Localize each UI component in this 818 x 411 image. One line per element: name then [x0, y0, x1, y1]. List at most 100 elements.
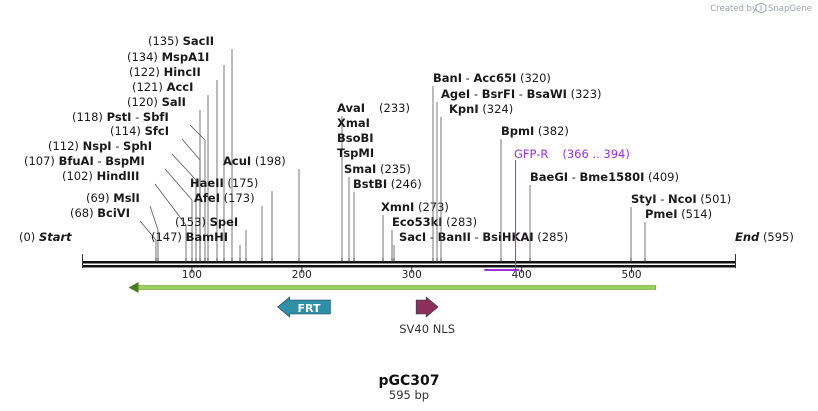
restriction-site[interactable]: PmeI (514) — [644, 207, 712, 262]
restriction-site[interactable]: SacI - BanII - BsiHKAI (285) — [393, 230, 568, 262]
site-position: (114) — [110, 124, 145, 138]
restriction-site[interactable]: BanI - Acc65I (320) — [432, 71, 551, 262]
site-label: BsoBI — [337, 131, 374, 145]
primer-gfp-r[interactable]: GFP-R(366 .. 394) — [484, 147, 630, 271]
restriction-site[interactable]: (147) BamHI — [151, 230, 241, 262]
axis-tick-label: 200 — [292, 269, 312, 281]
site-label: SmaI (235) — [344, 162, 411, 176]
restriction-site[interactable]: (134) MspA1I — [127, 50, 225, 262]
site-label: (69) MslI — [86, 191, 140, 205]
restriction-site[interactable]: AcuI (198) — [223, 154, 300, 262]
axis-tick: 300 — [402, 267, 422, 281]
site-label: PmeI (514) — [645, 207, 712, 221]
enzyme-name: AfeI — [194, 191, 220, 205]
enzyme-name: SfcI — [145, 124, 169, 138]
enzyme-name: SbfI — [143, 110, 169, 124]
site-position: (107) — [24, 154, 59, 168]
restriction-site[interactable]: (153) SpeI — [175, 215, 247, 262]
enzyme-name: BanII — [438, 230, 471, 244]
restriction-site[interactable]: AfeI (173) — [194, 191, 263, 262]
site-leader-line — [149, 205, 159, 260]
restriction-site[interactable]: (112) NspI - SphI — [48, 139, 197, 262]
orf-arrow[interactable] — [128, 282, 657, 293]
site-leader-line — [171, 153, 197, 260]
plasmid-length: 595 bp — [389, 388, 429, 402]
start-label: (0) Start — [19, 230, 72, 244]
restriction-site[interactable]: (102) HindIII — [62, 169, 187, 262]
enzyme-name: HaeII — [190, 176, 224, 190]
restriction-site[interactable]: Eco53kI (283) — [391, 215, 477, 262]
enzyme-name: BstBI — [353, 177, 387, 191]
restriction-site[interactable]: KpnI (324) — [440, 102, 513, 262]
site-label: KpnI (324) — [449, 102, 513, 116]
site-label: BanI - Acc65I (320) — [433, 71, 551, 85]
site-position: (153) — [175, 215, 210, 229]
feature-frt[interactable]: FRT — [277, 296, 331, 318]
backbone-strand-bottom — [82, 265, 736, 268]
site-position: (198) — [251, 154, 286, 168]
credit-brand: SnapGene — [768, 4, 812, 14]
restriction-site[interactable]: SmaI (235) — [344, 162, 411, 262]
axis-tick-label: 300 — [402, 269, 422, 281]
enzyme-name: AcuI — [223, 154, 251, 168]
site-label: AcuI (198) — [223, 154, 286, 168]
enzyme-name: AvaI — [337, 101, 365, 115]
axis-tick: 100 — [182, 267, 202, 281]
axis-tick: 400 — [512, 267, 532, 281]
axis-tick-label: 500 — [622, 269, 642, 281]
site-label: (122) HincII — [129, 65, 201, 79]
restriction-site[interactable]: (135) SacII — [148, 34, 233, 262]
restriction-site[interactable]: XmnI (273) — [381, 200, 449, 262]
site-position: (175) — [224, 176, 259, 190]
site-label: (107) BfuAI - BspMI — [24, 154, 145, 168]
site-label: XmnI (273) — [381, 200, 449, 214]
enzyme-name: BspMI — [105, 154, 145, 168]
site-position: (514) — [678, 207, 713, 221]
restriction-site[interactable]: (107) BfuAI - BspMI — [24, 154, 193, 262]
site-leader-line — [139, 220, 157, 260]
restriction-site[interactable]: (118) PstI - SbfI — [72, 110, 206, 262]
site-position: (501) — [697, 192, 732, 206]
restriction-site[interactable]: StyI - NcoI (501) — [630, 192, 732, 262]
site-position: (121) — [132, 80, 167, 94]
restriction-site[interactable]: BaeGI - Bme1580I (409) — [529, 170, 679, 262]
site-leader-line — [181, 138, 201, 260]
backbone — [82, 254, 736, 268]
enzyme-name: TspMI — [337, 146, 374, 160]
restriction-site[interactable]: BstBI (246) — [353, 177, 422, 262]
primer-range: (366 .. 394) — [562, 147, 630, 161]
restriction-site[interactable]: (69) MslI — [86, 191, 159, 262]
restriction-site[interactable]: (121) AccI — [132, 80, 209, 262]
site-label: BaeGI - Bme1580I (409) — [530, 170, 679, 184]
restriction-site[interactable]: AgeI - BsrFI - BsaWI (323) — [436, 87, 602, 262]
site-label: (135) SacII — [148, 34, 214, 48]
enzyme-name: XmnI — [381, 200, 414, 214]
restriction-site[interactable]: HaeII (175) — [190, 176, 273, 262]
site-label: (102) HindIII — [62, 169, 139, 183]
site-label: Eco53kI (283) — [392, 215, 477, 229]
axis-tick: 200 — [292, 267, 312, 281]
feature-sv40-nls[interactable]: SV40 NLS — [399, 296, 455, 336]
site-position: (320) — [516, 71, 551, 85]
enzyme-name: SmaI — [344, 162, 376, 176]
enzyme-name: AgeI — [441, 87, 470, 101]
site-label: XmaI — [337, 116, 370, 130]
restriction-site[interactable]: BpmI (382) — [500, 124, 569, 262]
enzyme-name: BciVI — [97, 206, 130, 220]
site-leader-line — [164, 168, 193, 260]
enzyme-name: SalI — [162, 95, 186, 109]
restriction-site[interactable]: (122) HincII — [129, 65, 218, 262]
feature-label: SV40 NLS — [399, 322, 455, 336]
enzyme-name: BsaWI — [527, 87, 567, 101]
site-label: AgeI - BsrFI - BsaWI (323) — [441, 87, 602, 101]
restriction-site[interactable]: (114) SfcI — [110, 124, 201, 262]
enzyme-name: HincII — [164, 65, 201, 79]
snapgene-logo-icon — [755, 2, 767, 14]
enzyme-name: NcoI — [668, 192, 697, 206]
restriction-site[interactable]: (68) BciVI — [70, 206, 157, 262]
site-label: (147) BamHI — [151, 230, 228, 244]
site-position: (324) — [479, 102, 514, 116]
